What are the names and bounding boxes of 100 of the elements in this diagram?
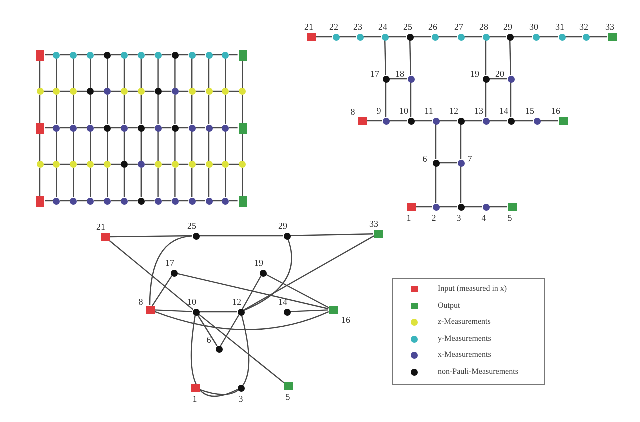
connector-line	[154, 310, 193, 312]
connector-line	[464, 206, 482, 208]
node-number: 21	[96, 222, 106, 232]
connector-line	[158, 95, 159, 124]
connector-line	[177, 273, 329, 310]
connector-line	[200, 235, 284, 237]
connector-line	[107, 58, 108, 88]
connector-line	[128, 200, 138, 202]
connector-line	[242, 276, 262, 310]
connector-line	[144, 200, 155, 202]
dot-marker	[172, 88, 179, 95]
node-number: 3	[238, 394, 244, 404]
connector-line	[590, 36, 608, 38]
dot-marker	[121, 88, 128, 95]
dot-marker	[172, 124, 179, 132]
node-number: 24	[378, 22, 388, 32]
connector-line	[90, 132, 92, 161]
connector-line	[162, 90, 172, 92]
node-number: 12	[450, 106, 458, 116]
node-number: 8	[350, 107, 356, 117]
connector-line	[60, 164, 70, 166]
node-number: 33	[606, 22, 614, 32]
connector-line	[196, 200, 206, 202]
dot-marker	[154, 198, 162, 204]
connector-line	[490, 36, 506, 38]
connector-line	[212, 200, 222, 202]
connector-line	[514, 36, 532, 38]
connector-line	[73, 168, 74, 198]
dot-marker	[70, 198, 78, 204]
dot-marker	[121, 52, 128, 58]
node-number: 12	[232, 297, 242, 307]
connector-line	[199, 315, 250, 396]
dot-marker	[188, 161, 196, 168]
connector-line	[90, 168, 92, 198]
connector-line	[192, 168, 193, 198]
dot-marker	[206, 52, 212, 58]
square-marker	[36, 122, 44, 134]
connector-line	[388, 36, 406, 38]
connector-line	[154, 311, 330, 330]
node-number: 30	[530, 22, 538, 32]
connector-line	[212, 127, 222, 129]
dot-marker	[239, 161, 246, 168]
node-number: 16	[552, 106, 560, 116]
dot-marker	[188, 52, 196, 58]
connector-line	[440, 162, 458, 164]
dot-marker	[138, 161, 145, 168]
connector-line	[510, 40, 512, 76]
legend-label: non-Pauli-Measurements	[438, 366, 518, 376]
node-number: 5	[508, 213, 512, 223]
dot-marker	[172, 161, 179, 168]
connector-line	[364, 36, 382, 38]
dot-marker	[87, 88, 94, 95]
connector-line	[212, 164, 222, 166]
dot-marker	[206, 88, 212, 95]
connector-line	[140, 168, 142, 198]
connector-line	[366, 120, 382, 122]
connector-line	[290, 234, 374, 236]
connector-line	[225, 58, 226, 88]
connector-line	[225, 95, 226, 124]
node-number: 14	[278, 297, 288, 307]
dot-marker	[70, 161, 78, 168]
connector-line	[107, 95, 108, 124]
dot-marker	[104, 198, 112, 204]
dot-marker	[87, 124, 94, 132]
connector-line	[416, 206, 432, 208]
connector-line	[208, 58, 210, 88]
connector-line	[94, 54, 104, 56]
dot-marker	[239, 88, 246, 95]
connector-line	[192, 132, 193, 161]
node-number: 6	[422, 154, 428, 164]
connector-line	[290, 310, 329, 312]
node-number: 1	[406, 213, 412, 223]
dot-marker	[188, 124, 196, 132]
connector-line	[440, 206, 458, 208]
connector-line	[94, 90, 104, 92]
square-marker	[36, 196, 44, 206]
connector-line	[390, 120, 408, 122]
dot-marker	[138, 52, 145, 58]
node-number: 1	[192, 394, 198, 404]
connector-line	[410, 82, 412, 118]
node-number: 15	[526, 106, 534, 116]
connector-line	[460, 166, 462, 204]
node-number: 20	[496, 69, 504, 79]
connector-line	[56, 95, 58, 124]
legend-label: Input (measured in x)	[438, 284, 508, 294]
connector-line	[44, 164, 54, 166]
dot-marker	[53, 124, 60, 132]
connector-line	[540, 120, 558, 122]
dot-marker	[121, 124, 128, 132]
connector-line	[174, 95, 176, 124]
connector-line	[196, 164, 206, 166]
connector-line	[229, 90, 240, 92]
connector-line	[435, 166, 437, 204]
dot-marker	[188, 88, 196, 95]
connector-line	[144, 127, 155, 129]
connector-line	[490, 78, 508, 80]
node-number: 9	[376, 106, 382, 116]
connector-line	[124, 58, 126, 88]
connector-line	[107, 132, 108, 161]
connector-line	[385, 82, 387, 118]
